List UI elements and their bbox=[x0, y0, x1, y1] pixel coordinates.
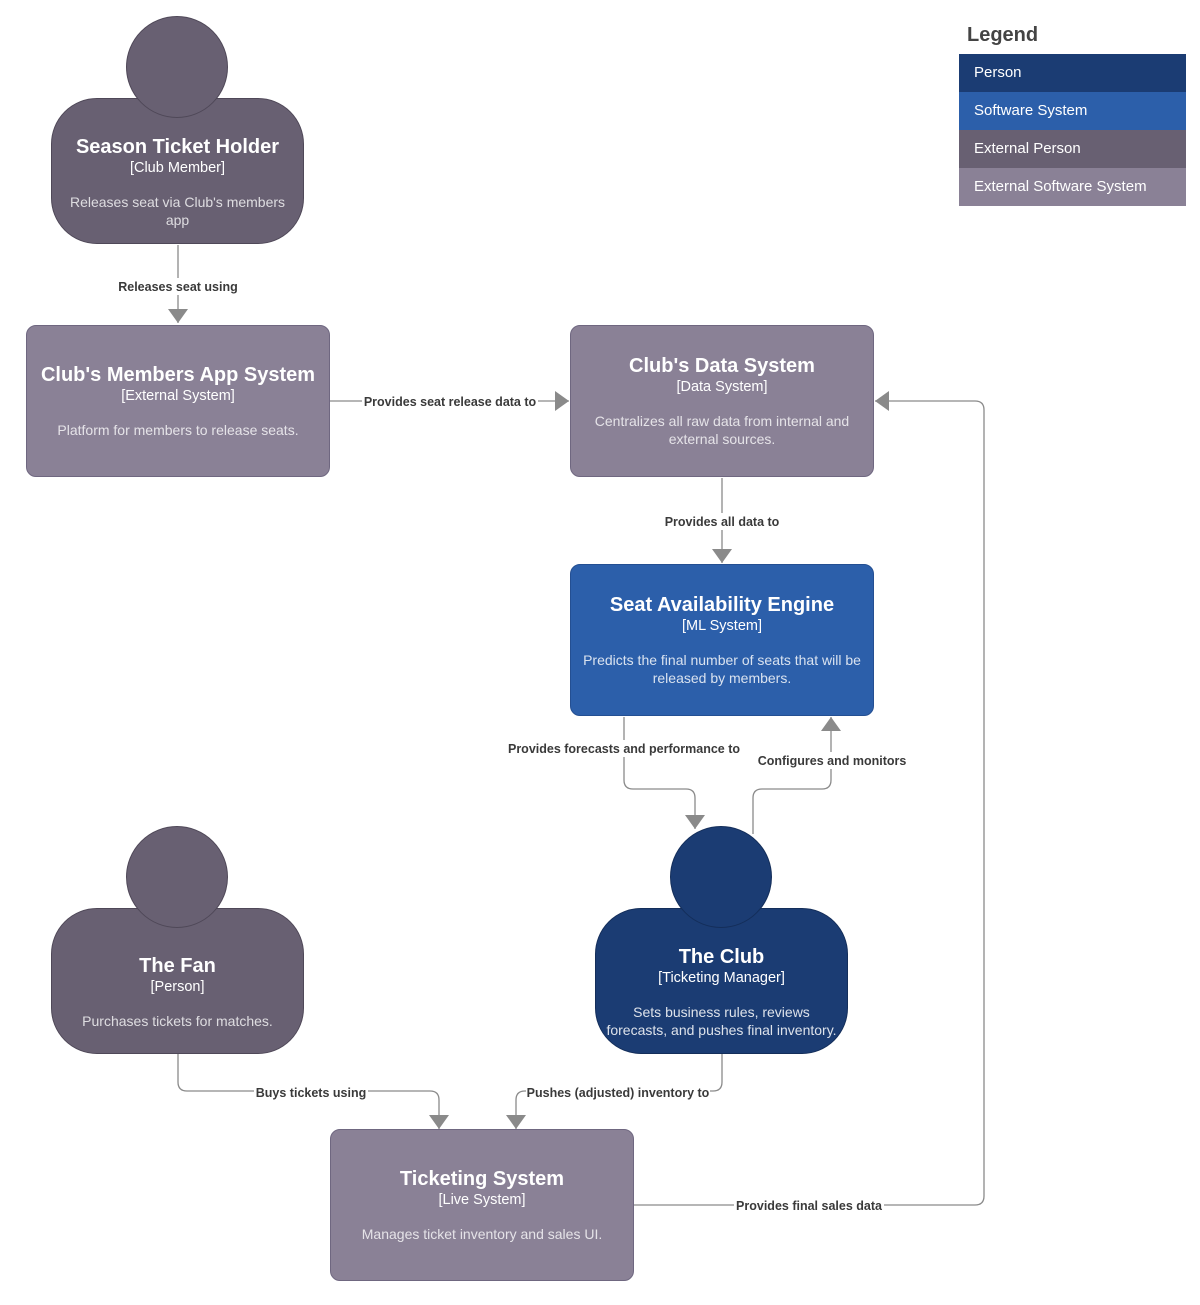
node-technology: [Club Member] bbox=[129, 159, 226, 176]
person-head-icon bbox=[126, 16, 228, 118]
edge-label-buys-tickets: Buys tickets using bbox=[256, 1086, 366, 1100]
edge-label-releases-seat: Releases seat using bbox=[118, 280, 238, 294]
node-description: Manages ticket inventory and sales UI. bbox=[361, 1225, 603, 1242]
person-body: Season Ticket Holder [Club Member] Relea… bbox=[51, 98, 304, 244]
node-title: Seat Availability Engine bbox=[609, 593, 835, 616]
edge-label-provides-all-data: Provides all data to bbox=[665, 515, 780, 529]
edge-label-provides-sales: Provides final sales data bbox=[736, 1199, 883, 1213]
legend-item-external-person: External Person bbox=[959, 130, 1186, 168]
node-title: Season Ticket Holder bbox=[75, 135, 280, 158]
legend: Legend Person Software System External P… bbox=[959, 20, 1186, 206]
legend-item-external-software-system: External Software System bbox=[959, 168, 1186, 206]
edge-configures-monitors bbox=[752, 717, 841, 834]
node-technology: [External System] bbox=[121, 387, 235, 404]
node-technology: [Ticketing Manager] bbox=[658, 969, 785, 986]
edge-provides-forecasts bbox=[623, 717, 705, 829]
person-head-icon bbox=[670, 826, 772, 928]
system-data-system[interactable]: Club's Data System [Data System] Central… bbox=[570, 325, 874, 477]
node-description: Predicts the final number of seats that … bbox=[583, 651, 861, 686]
legend-title: Legend bbox=[967, 24, 1039, 46]
node-title: The Club bbox=[678, 945, 765, 968]
edge-label-provides-forecasts: Provides forecasts and performance to bbox=[508, 742, 740, 756]
edge-label-configures-monitors: Configures and monitors bbox=[758, 754, 907, 768]
edge-provides-sales bbox=[634, 391, 985, 1206]
person-body: The Club [Ticketing Manager] Sets busine… bbox=[595, 908, 848, 1054]
node-description: Purchases tickets for matches. bbox=[82, 1012, 273, 1029]
edge-label-pushes-inventory: Pushes (adjusted) inventory to bbox=[527, 1086, 710, 1100]
node-technology: [Data System] bbox=[676, 378, 768, 395]
node-technology: [Person] bbox=[150, 978, 205, 995]
node-title: Ticketing System bbox=[399, 1167, 565, 1190]
person-head-icon bbox=[126, 826, 228, 928]
system-ticketing-system[interactable]: Ticketing System [Live System] Manages t… bbox=[330, 1129, 634, 1281]
edge-label-provides-seat-release: Provides seat release data to bbox=[364, 395, 537, 409]
node-title: The Fan bbox=[139, 954, 216, 977]
legend-item-software-system: Software System bbox=[959, 92, 1186, 130]
node-description: Platform for members to release seats. bbox=[57, 421, 299, 438]
node-title: Club's Members App System bbox=[40, 363, 316, 386]
node-description: Releases seat via Club's members app bbox=[69, 193, 286, 228]
node-title: Club's Data System bbox=[629, 354, 815, 377]
system-members-app[interactable]: Club's Members App System [External Syst… bbox=[26, 325, 330, 477]
node-description: Sets business rules, reviews forecasts, … bbox=[606, 1003, 837, 1038]
node-technology: [ML System] bbox=[681, 617, 763, 634]
system-seat-availability-engine[interactable]: Seat Availability Engine [ML System] Pre… bbox=[570, 564, 874, 716]
person-body: The Fan [Person] Purchases tickets for m… bbox=[51, 908, 304, 1054]
node-technology: [Live System] bbox=[438, 1191, 526, 1208]
legend-item-person: Person bbox=[959, 54, 1186, 92]
node-description: Centralizes all raw data from internal a… bbox=[594, 412, 850, 447]
